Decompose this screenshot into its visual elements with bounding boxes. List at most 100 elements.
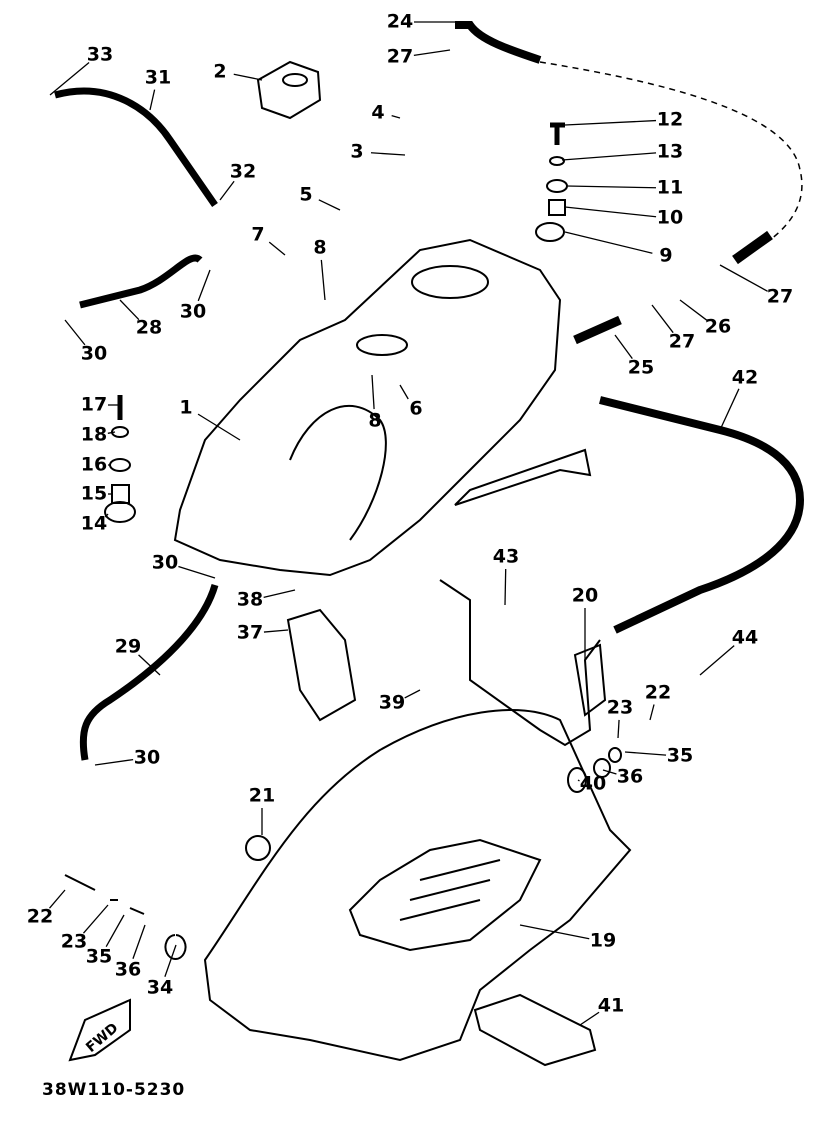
callout-13: 13 — [656, 140, 684, 163]
hose-29 — [79, 583, 219, 761]
callout-26: 26 — [704, 315, 732, 338]
leader-line-7 — [268, 241, 286, 256]
leader-line-41 — [579, 1011, 600, 1026]
callout-6: 6 — [409, 397, 423, 420]
leader-line-22 — [649, 704, 655, 721]
leader-line-38 — [263, 589, 296, 599]
leader-line-42 — [719, 388, 740, 431]
callout-30: 30 — [133, 746, 161, 769]
leader-line-30 — [94, 758, 134, 766]
callout-16: 16 — [80, 453, 108, 476]
callout-23: 23 — [606, 696, 634, 719]
callout-44: 44 — [731, 626, 759, 649]
leader-line-30 — [197, 269, 211, 302]
callout-31: 31 — [144, 66, 172, 89]
leader-line-25 — [614, 334, 633, 359]
callout-9: 9 — [659, 244, 673, 267]
leader-line-30 — [64, 319, 86, 346]
callout-43: 43 — [492, 545, 520, 568]
leader-line-27 — [651, 304, 674, 334]
leader-line-12 — [564, 119, 657, 126]
leader-line-33 — [49, 61, 90, 96]
leader-line-32 — [219, 180, 235, 201]
hose-31 — [54, 87, 218, 207]
callout-17: 17 — [80, 393, 108, 416]
callout-29: 29 — [114, 635, 142, 658]
callout-25: 25 — [627, 356, 655, 379]
callout-19: 19 — [589, 929, 617, 952]
bracket — [439, 579, 601, 747]
leader-line-3 — [370, 152, 406, 156]
leader-line-23 — [617, 719, 620, 739]
callout-7: 7 — [251, 223, 265, 246]
leader-line-43 — [504, 568, 507, 606]
callout-23: 23 — [60, 930, 88, 953]
callout-36: 36 — [114, 958, 142, 981]
callout-30: 30 — [80, 342, 108, 365]
callout-42: 42 — [731, 366, 759, 389]
leader-line-11 — [566, 185, 657, 189]
callout-15: 15 — [80, 482, 108, 505]
callout-18: 18 — [80, 423, 108, 446]
callout-35: 35 — [85, 945, 113, 968]
leader-line-37 — [263, 629, 289, 633]
leader-line-29 — [138, 654, 161, 676]
callout-14: 14 — [80, 512, 108, 535]
leader-line-35 — [624, 751, 667, 756]
callout-3: 3 — [350, 140, 364, 163]
drawing-code: 38W110-5230 — [42, 1080, 186, 1100]
leader-line-28 — [119, 299, 140, 321]
leader-line-1 — [197, 413, 241, 441]
leader-line-31 — [149, 89, 156, 111]
leader-line-4 — [391, 115, 401, 119]
leader-line-30 — [178, 565, 216, 579]
leader-line-39 — [404, 689, 421, 699]
rear-fender — [203, 709, 632, 1062]
callout-27: 27 — [668, 330, 696, 353]
callout-1: 1 — [179, 396, 193, 419]
callout-35: 35 — [666, 744, 694, 767]
callout-10: 10 — [656, 206, 684, 229]
fuel-tank — [173, 238, 562, 577]
callout-30: 30 — [179, 300, 207, 323]
callout-28: 28 — [135, 316, 163, 339]
leader-line-2 — [233, 73, 263, 81]
leader-line-44 — [699, 645, 735, 676]
leader-line-40 — [577, 779, 580, 782]
leader-line-13 — [561, 152, 657, 161]
leader-line-27 — [719, 264, 768, 292]
leader-line-8 — [320, 259, 326, 301]
callout-12: 12 — [656, 108, 684, 131]
callout-20: 20 — [571, 584, 599, 607]
callout-5: 5 — [299, 183, 313, 206]
fuel-cap — [256, 60, 322, 120]
leader-line-35 — [105, 914, 125, 948]
callout-39: 39 — [378, 691, 406, 714]
leader-line-22 — [49, 889, 66, 909]
callout-27: 27 — [386, 45, 414, 68]
callout-34: 34 — [146, 976, 174, 999]
callout-36: 36 — [616, 765, 644, 788]
mud-flap — [473, 993, 597, 1067]
leader-line-36 — [132, 924, 146, 959]
callout-40: 40 — [579, 772, 607, 795]
leader-line-9 — [564, 231, 653, 254]
callout-8: 8 — [313, 236, 327, 259]
callout-22: 22 — [26, 905, 54, 928]
leader-line-27 — [413, 49, 451, 56]
callout-27: 27 — [766, 285, 794, 308]
leader-line-8 — [371, 374, 375, 410]
leader-line-34 — [164, 944, 177, 977]
callout-30: 30 — [151, 551, 179, 574]
callout-22: 22 — [644, 681, 672, 704]
callout-37: 37 — [236, 621, 264, 644]
leader-line-26 — [679, 299, 707, 321]
heat-plate — [286, 608, 357, 722]
leader-line-10 — [564, 206, 657, 218]
callout-41: 41 — [597, 994, 625, 1017]
guard-frame — [599, 396, 805, 634]
filler-neck — [356, 334, 408, 356]
callout-32: 32 — [229, 160, 257, 183]
callout-33: 33 — [86, 43, 114, 66]
